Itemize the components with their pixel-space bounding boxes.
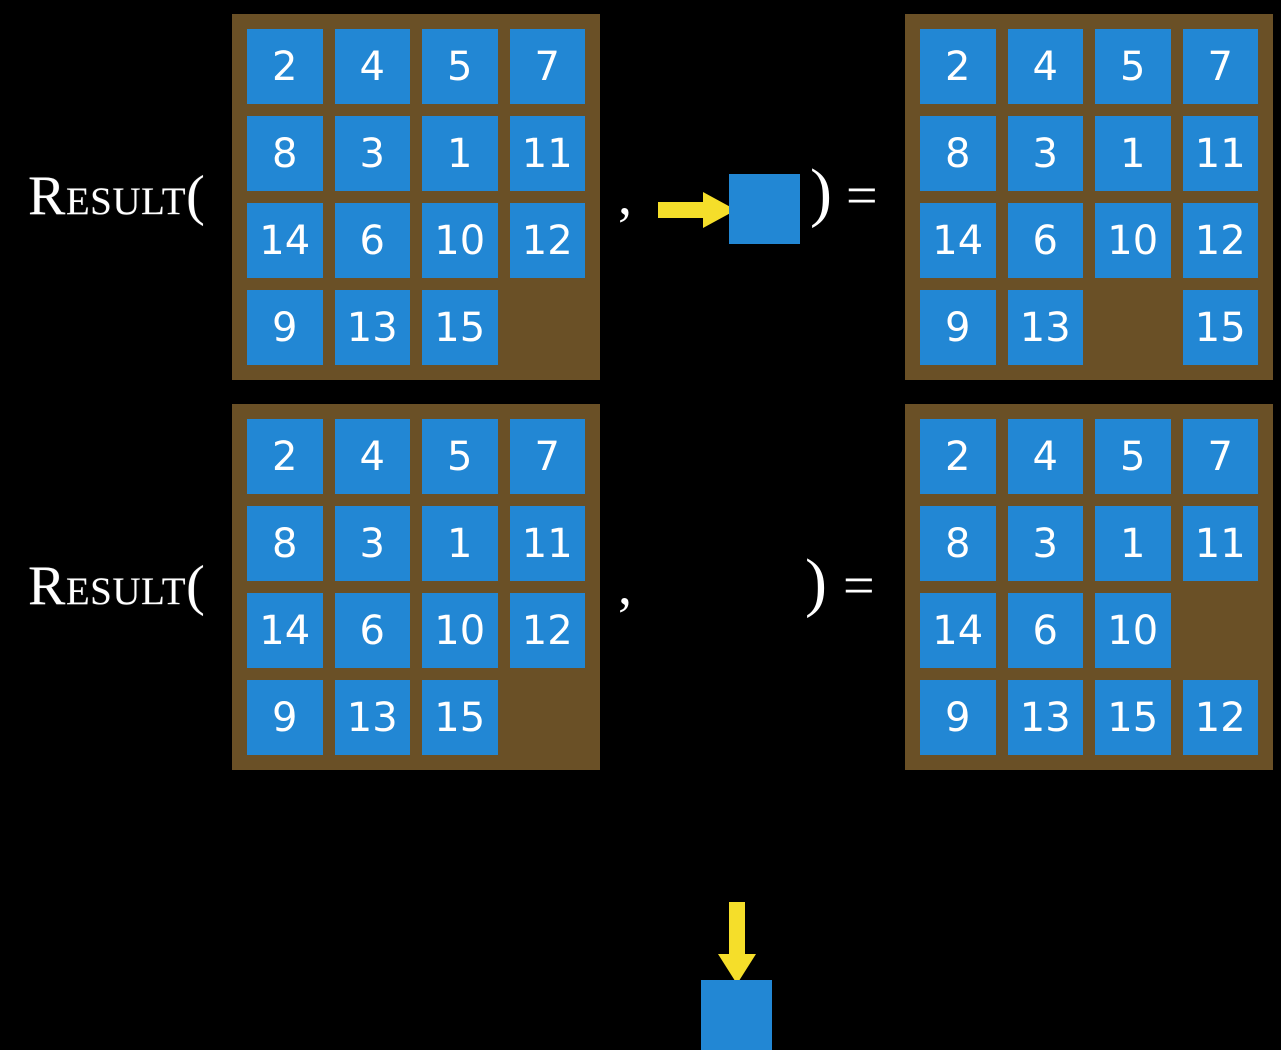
tile[interactable]: 14 — [247, 203, 323, 278]
tile[interactable]: 13 — [334, 290, 410, 365]
tile[interactable]: 4 — [1007, 29, 1083, 104]
tile[interactable]: 1 — [1095, 506, 1171, 581]
tile[interactable]: 3 — [1007, 506, 1083, 581]
equals-sign-top: = — [846, 165, 878, 227]
tile[interactable]: 10 — [1095, 203, 1171, 278]
tile[interactable]: 7 — [1182, 29, 1258, 104]
result-function-label-bottom: Result( — [28, 555, 206, 617]
tile[interactable]: 12 — [1182, 680, 1258, 755]
tile[interactable]: 10 — [1095, 593, 1171, 668]
empty-cell — [510, 680, 586, 755]
tile[interactable]: 3 — [334, 116, 410, 191]
tile[interactable]: 1 — [1095, 116, 1171, 191]
comma-separator-bottom: , — [618, 555, 632, 617]
tile[interactable]: 4 — [334, 419, 410, 494]
tile[interactable]: 6 — [334, 593, 410, 668]
tile[interactable]: 14 — [247, 593, 323, 668]
tile[interactable]: 5 — [422, 419, 498, 494]
tile[interactable]: 5 — [422, 29, 498, 104]
tile[interactable]: 12 — [509, 203, 585, 278]
close-paren-top: ) — [810, 156, 832, 229]
tile[interactable]: 13 — [1007, 680, 1083, 755]
tile[interactable]: 1 — [422, 506, 498, 581]
tile[interactable]: 6 — [1007, 203, 1083, 278]
tile[interactable]: 15 — [1095, 680, 1171, 755]
equals-sign-bottom: = — [843, 555, 875, 617]
tile[interactable]: 4 — [334, 29, 410, 104]
tile[interactable]: 9 — [247, 680, 323, 755]
comma-separator-top: , — [618, 165, 632, 227]
tile[interactable]: 6 — [1007, 593, 1083, 668]
arrow-down-icon — [718, 902, 756, 984]
tile[interactable]: 10 — [422, 593, 498, 668]
tile[interactable]: 2 — [247, 29, 323, 104]
tile[interactable]: 7 — [1182, 419, 1258, 494]
tile[interactable]: 8 — [920, 506, 996, 581]
tile[interactable]: 15 — [1182, 290, 1258, 365]
tile[interactable]: 6 — [334, 203, 410, 278]
tile[interactable]: 8 — [920, 116, 996, 191]
tile[interactable]: 9 — [247, 290, 323, 365]
tile[interactable]: 15 — [422, 680, 498, 755]
tile[interactable]: 7 — [509, 29, 585, 104]
tile[interactable]: 4 — [1007, 419, 1083, 494]
tile[interactable]: 10 — [422, 203, 498, 278]
tile[interactable]: 11 — [1182, 506, 1258, 581]
empty-cell — [1095, 290, 1171, 365]
tile[interactable]: 5 — [1095, 29, 1171, 104]
tile[interactable]: 11 — [509, 506, 585, 581]
tile[interactable]: 9 — [920, 680, 996, 755]
close-paren-bottom: ) — [805, 546, 827, 619]
arrow-right-icon — [658, 192, 736, 228]
tile[interactable]: 13 — [334, 680, 410, 755]
tile[interactable]: 3 — [334, 506, 410, 581]
tile[interactable]: 14 — [920, 593, 996, 668]
tile[interactable]: 8 — [247, 506, 323, 581]
empty-cell — [510, 290, 586, 365]
tile[interactable]: 13 — [1007, 290, 1083, 365]
moving-tile-top — [729, 174, 800, 244]
tile[interactable]: 14 — [920, 203, 996, 278]
tile[interactable]: 12 — [1182, 203, 1258, 278]
tile[interactable]: 7 — [509, 419, 585, 494]
tile[interactable]: 11 — [1182, 116, 1258, 191]
tile[interactable]: 9 — [920, 290, 996, 365]
tile[interactable]: 1 — [422, 116, 498, 191]
tile[interactable]: 11 — [509, 116, 585, 191]
tile[interactable]: 2 — [920, 419, 996, 494]
empty-cell — [1183, 593, 1259, 668]
tile[interactable]: 8 — [247, 116, 323, 191]
tile[interactable]: 5 — [1095, 419, 1171, 494]
moving-tile-bottom — [701, 980, 772, 1050]
tile[interactable]: 2 — [920, 29, 996, 104]
tile[interactable]: 3 — [1007, 116, 1083, 191]
result-function-label-top: Result( — [28, 165, 206, 227]
tile[interactable]: 2 — [247, 419, 323, 494]
tile[interactable]: 15 — [422, 290, 498, 365]
tile[interactable]: 12 — [509, 593, 585, 668]
